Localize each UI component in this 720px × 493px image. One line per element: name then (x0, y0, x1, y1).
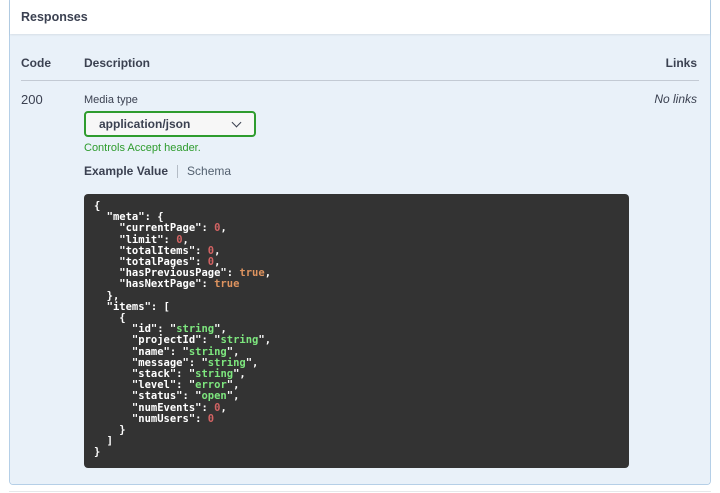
responses-title: Responses (21, 10, 88, 24)
media-type-select-wrap: application/json (84, 111, 256, 137)
responses-section: Responses Code Description Links 200 Med… (9, 0, 711, 485)
response-description-cell: Media type application/json Controls Acc… (84, 81, 629, 468)
response-links-cell: No links (654, 92, 697, 106)
column-header-links: Links (665, 56, 697, 70)
responses-header: Responses (10, 0, 710, 34)
model-example-tabs: Example Value Schema (84, 164, 629, 178)
tab-example-value[interactable]: Example Value (84, 164, 169, 178)
next-section-edge (9, 490, 711, 493)
column-header-description: Description (84, 56, 151, 70)
responses-table: Code Description Links 200 Media type ap… (10, 34, 710, 484)
column-header-code: Code (21, 56, 51, 70)
response-status-code: 200 (21, 92, 43, 107)
tab-schema[interactable]: Schema (187, 164, 232, 178)
media-type-select[interactable]: application/json (84, 111, 256, 137)
tab-divider (177, 164, 179, 178)
accept-header-note: Controls Accept header. (84, 142, 201, 154)
responses-table-header-row: Code Description Links (21, 34, 699, 81)
media-type-label: Media type (84, 94, 138, 106)
example-code[interactable]: { "meta": { "currentPage": 0, "limit": 0… (84, 194, 629, 468)
response-row-200: 200 Media type application/json Controls… (21, 81, 699, 468)
